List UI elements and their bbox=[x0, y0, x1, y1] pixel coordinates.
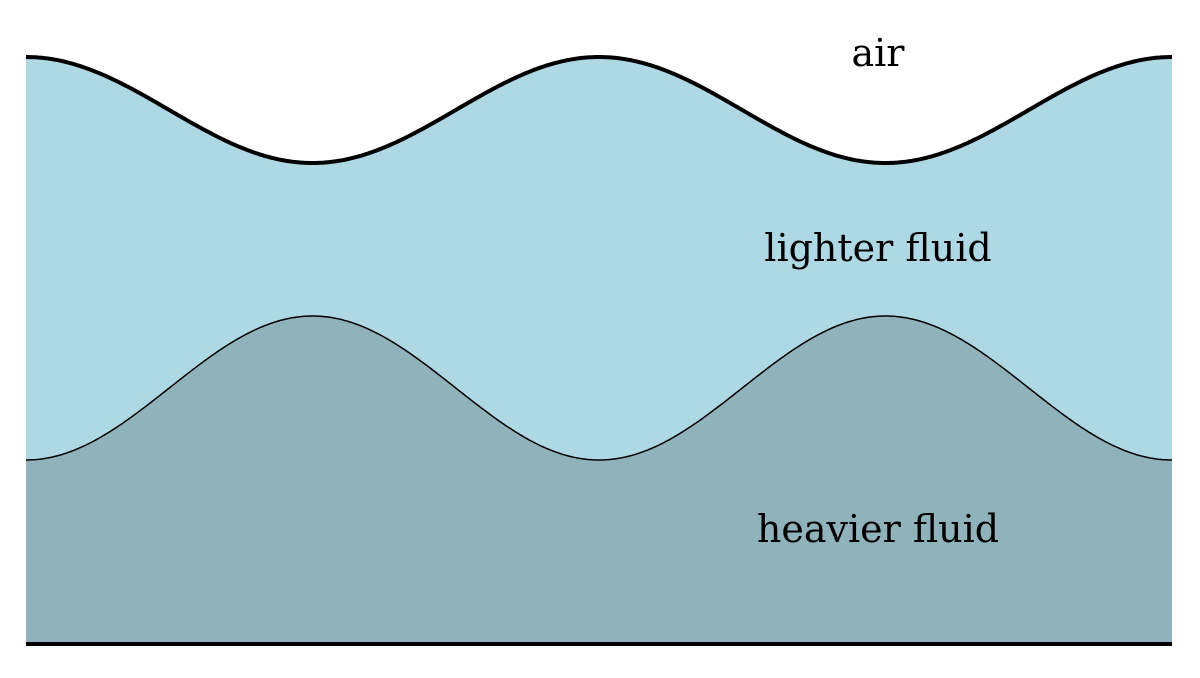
air-label: air bbox=[852, 31, 906, 75]
heavier-fluid-layer bbox=[26, 316, 1172, 644]
heavier-fluid-label: heavier fluid bbox=[757, 507, 999, 551]
lighter-fluid-label: lighter fluid bbox=[764, 226, 991, 270]
free-surface-line bbox=[26, 55, 1172, 165]
fluid-interface-line bbox=[26, 315, 1172, 461]
